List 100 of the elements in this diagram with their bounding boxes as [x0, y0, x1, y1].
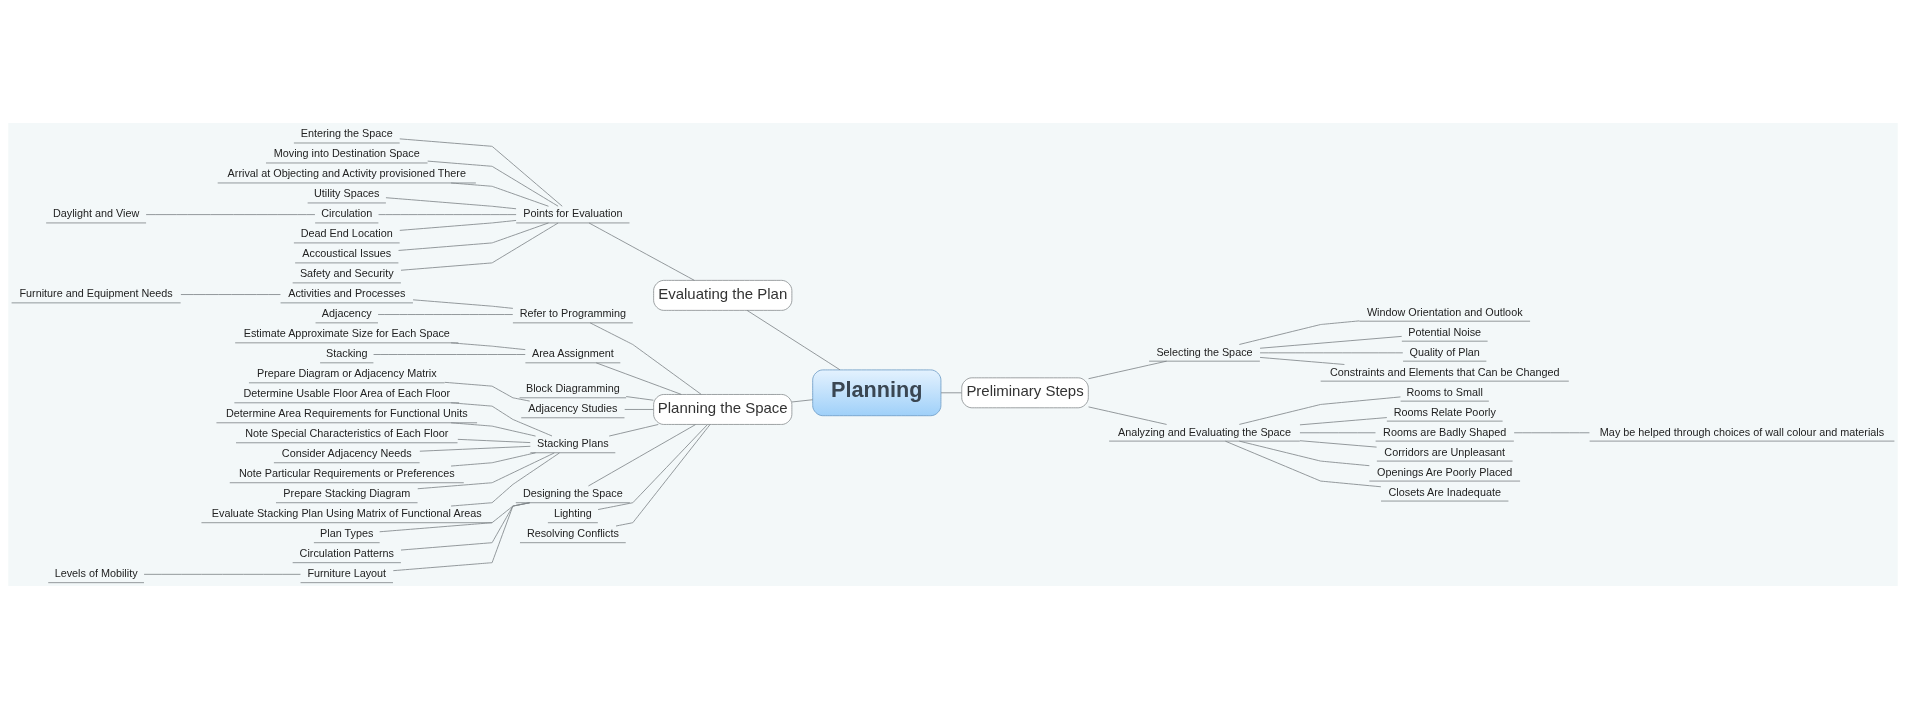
connector — [180, 293, 281, 295]
node-text: Accoustical Issues — [302, 246, 392, 259]
node-text: Note Particular Requirements or Preferences — [238, 466, 455, 479]
node-text: Quality of Plan — [1409, 345, 1480, 358]
node-text: Area Assignment — [531, 346, 614, 359]
node-text: Constraints and Elements that Can be Changed — [1329, 365, 1560, 378]
node-text: Selecting the Space — [1156, 345, 1253, 358]
node-text: Prepare Diagram or Adjacency Matrix — [256, 366, 437, 379]
node-text: May be helped through choices of wall colour and materials — [1599, 425, 1885, 438]
node-text: Circulation Patterns — [299, 546, 394, 559]
node-text: Lighting — [553, 506, 592, 519]
node-text: Potential Noise — [1408, 325, 1482, 338]
connector — [1259, 335, 1403, 349]
node-text: Entering the Space — [300, 126, 393, 139]
connector — [589, 321, 702, 395]
node-text: Stacking — [326, 346, 368, 359]
node-text: Rooms to Small — [1406, 385, 1483, 398]
node-box: Planning — [812, 369, 942, 416]
connector — [399, 219, 517, 231]
connector — [457, 438, 531, 443]
connector — [624, 408, 654, 410]
connector — [419, 445, 531, 452]
connector — [1225, 440, 1382, 487]
node-text: Designing the Space — [522, 486, 623, 499]
node-text: Rooms are Badly Shaped — [1383, 425, 1507, 438]
node-text: Analyzing and Evaluating the Space — [1117, 425, 1292, 438]
node-text: Plan Types — [320, 526, 374, 539]
node-text: Levels of Mobility — [54, 566, 138, 579]
connector — [1238, 440, 1370, 466]
connector — [143, 573, 301, 575]
connector — [145, 213, 316, 215]
node-text: Determine Usable Floor Area of Each Floor — [243, 386, 451, 399]
connector — [1299, 416, 1388, 425]
connector — [450, 401, 553, 436]
connector — [588, 222, 695, 281]
node-text: Refer to Programming — [519, 306, 627, 319]
node-text: Moving into Destination Space — [273, 146, 420, 159]
connector — [588, 423, 696, 486]
connector — [400, 222, 559, 271]
node-text: Arrival at Objecting and Activity provisioned There — [227, 166, 466, 179]
connector — [608, 423, 659, 436]
node-text: Determine Area Requirements for Functional Units — [225, 406, 468, 419]
connector — [427, 160, 559, 207]
node-text: Dead End Location — [300, 226, 393, 239]
connector — [595, 361, 682, 395]
connector — [597, 423, 708, 510]
node-text: Evaluate Stacking Plan Using Matrix of Functional Areas — [211, 506, 482, 519]
connector — [399, 137, 563, 207]
connector — [450, 341, 526, 350]
connector — [1299, 431, 1376, 433]
connector — [417, 452, 555, 489]
connector — [746, 309, 841, 370]
node-text: Block Diagramming — [525, 381, 620, 394]
connector — [1088, 406, 1167, 425]
node-text: Rooms Relate Poorly — [1393, 405, 1496, 418]
connector — [450, 451, 536, 466]
node-text: Adjacency Studies — [528, 401, 618, 414]
connector — [625, 395, 654, 401]
node-text: Window Orientation and Outlook — [1366, 305, 1523, 318]
node-text: Stacking Plans — [537, 436, 609, 449]
node-box: Preliminary Steps — [961, 376, 1089, 408]
node-box: Planning the Space — [653, 393, 793, 425]
node-text: Daylight and View — [52, 206, 140, 219]
connector — [450, 421, 536, 436]
connector — [392, 501, 531, 571]
node-text: Note Special Characteristics of Each Floor — [245, 426, 449, 439]
connector — [940, 391, 962, 393]
connector — [373, 353, 526, 355]
node-text: Estimate Approximate Size for Each Space — [243, 326, 450, 339]
connector — [1259, 356, 1345, 365]
connector — [615, 423, 711, 526]
node-text: Resolving Conflicts — [526, 526, 619, 539]
connector — [377, 313, 514, 315]
connector — [444, 381, 531, 402]
connector — [450, 182, 549, 207]
node-text: Utility Spaces — [314, 186, 380, 199]
node-text: Adjacency — [321, 306, 372, 319]
node-text: Circulation — [321, 206, 373, 219]
node-text: Corridors are Unpleasant — [1384, 445, 1506, 458]
connector — [385, 196, 517, 209]
node-text: Activities and Processes — [288, 286, 406, 299]
node-text: Points for Evaluation — [523, 206, 623, 219]
connector — [1238, 396, 1401, 425]
node-text: Furniture Layout — [307, 566, 387, 579]
connector — [412, 298, 514, 309]
connector — [378, 213, 517, 215]
node-text: Consider Adjacency Needs — [281, 446, 412, 459]
node-text: Closets Are Inadequate — [1388, 485, 1501, 498]
connector — [1259, 351, 1404, 353]
connector — [1513, 431, 1590, 433]
node-box: Evaluating the Plan — [653, 279, 793, 311]
node-text: Safety and Security — [299, 266, 394, 279]
connector — [1088, 360, 1167, 379]
connector — [1299, 439, 1377, 448]
connector — [791, 398, 814, 402]
node-text: Openings Are Poorly Placed — [1377, 465, 1513, 478]
node-text: Prepare Stacking Diagram — [283, 486, 411, 499]
node-text: Furniture and Equipment Needs — [19, 286, 173, 299]
connector — [450, 452, 560, 506]
connector — [398, 222, 549, 251]
